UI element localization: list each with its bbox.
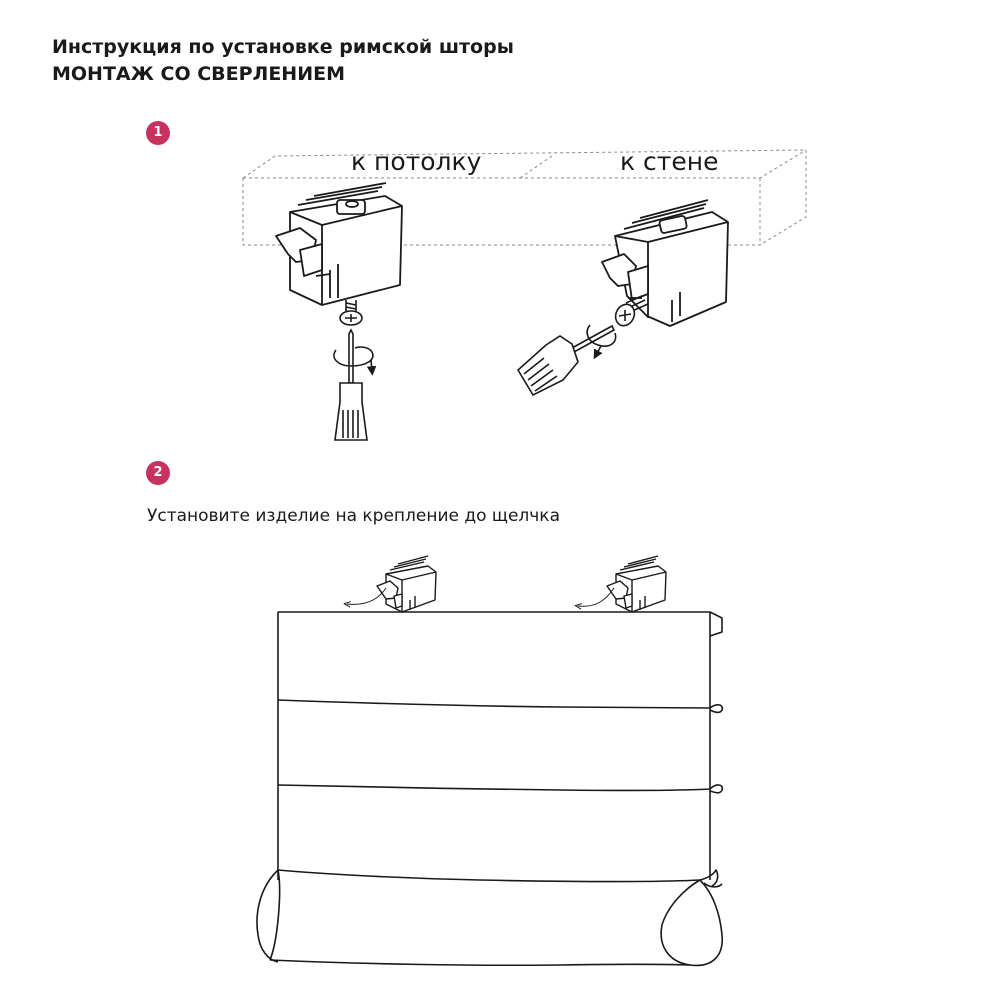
step-2-caption: Установите изделие на крепление до щелчк… bbox=[147, 506, 560, 526]
title-line-2: МОНТАЖ СО СВЕРЛЕНИЕМ bbox=[52, 63, 345, 85]
title-line-1: Инструкция по установке римской шторы bbox=[52, 36, 514, 58]
page-title: Инструкция по установке римской шторы МО… bbox=[52, 34, 514, 88]
ceiling-screw-icon bbox=[339, 300, 363, 326]
curved-arrow-left-icon bbox=[347, 587, 387, 604]
shade-bracket-left-icon bbox=[376, 555, 437, 613]
wall-screw-icon bbox=[614, 295, 649, 327]
step-1-badge: 1 bbox=[146, 121, 170, 145]
roman-shade-icon bbox=[256, 611, 724, 967]
wall-bracket-icon bbox=[601, 199, 729, 327]
step-2-badge: 2 bbox=[146, 461, 170, 485]
ceiling-bracket-icon bbox=[275, 182, 403, 306]
ceiling-block-icon bbox=[242, 149, 807, 246]
shade-bracket-right-icon bbox=[606, 555, 667, 613]
wall-screwdriver-icon bbox=[516, 324, 617, 397]
ceiling-screwdriver-icon bbox=[333, 328, 377, 441]
curved-arrow-right-icon bbox=[578, 587, 615, 606]
ceiling-mount-label: к потолку bbox=[351, 147, 482, 176]
